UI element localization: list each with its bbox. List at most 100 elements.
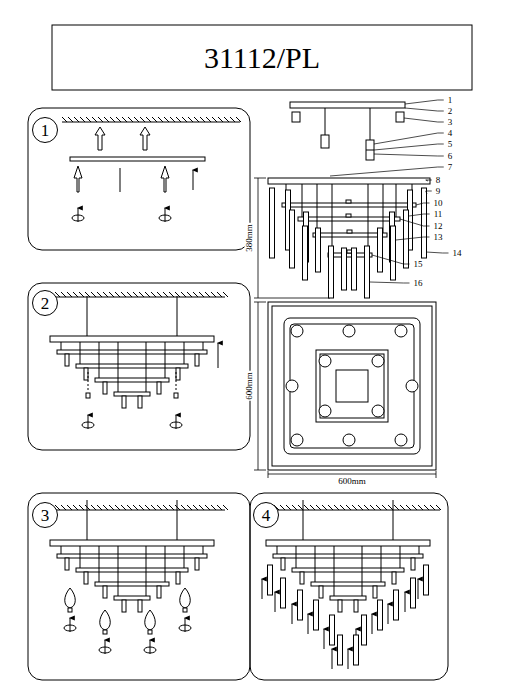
ceiling <box>55 505 228 510</box>
ceiling-hatch <box>418 505 423 510</box>
ceiling-hatch <box>187 292 192 297</box>
step-number: 3 <box>41 507 50 524</box>
ceiling-hatch <box>205 505 210 510</box>
cube <box>347 230 352 233</box>
ceiling-hatch <box>169 505 174 510</box>
ceiling-hatch <box>412 505 417 510</box>
wall-plug <box>140 127 150 150</box>
ceiling-hatch <box>206 117 211 122</box>
step-number: 2 <box>41 295 50 312</box>
ceiling <box>55 292 228 297</box>
ceiling-hatch <box>109 292 114 297</box>
crystal-top <box>372 355 384 367</box>
exploded-view <box>290 102 405 160</box>
crystal-holder <box>138 396 142 408</box>
crystal-holder <box>373 586 377 598</box>
crystal-holder <box>122 396 126 408</box>
leader-line <box>330 167 444 176</box>
ceiling-hatch <box>133 292 138 297</box>
bulb-base <box>183 608 187 612</box>
leader-line <box>372 255 410 264</box>
ceiling-hatch <box>67 505 72 510</box>
ceiling-hatch <box>406 505 411 510</box>
up-arrow <box>275 592 276 612</box>
hanger <box>381 546 382 582</box>
crystal <box>342 248 347 290</box>
ceiling-hatch <box>103 505 108 510</box>
ceiling-hatch <box>73 505 78 510</box>
up-arrow <box>348 649 349 669</box>
dimension-label: 380mm <box>245 223 254 253</box>
tier-frame <box>114 596 150 600</box>
hanger <box>203 546 204 554</box>
rod <box>87 296 88 336</box>
tier-frame <box>311 582 385 586</box>
crystal <box>391 226 396 280</box>
leader-line <box>374 144 444 150</box>
ceiling-hatch <box>127 292 132 297</box>
turn-symbol <box>170 415 182 429</box>
hanger <box>383 184 384 233</box>
mounting-plate <box>290 102 405 108</box>
ceiling-hatch <box>394 505 399 510</box>
callout-number: 8 <box>435 176 442 185</box>
rod-holder <box>366 150 374 151</box>
outer-frame <box>268 302 436 470</box>
rod <box>177 296 178 336</box>
crystal <box>298 590 303 620</box>
ceiling-hatch <box>280 505 285 510</box>
ceiling-hatch <box>310 505 315 510</box>
ceiling-hatch <box>400 505 405 510</box>
leader-line <box>374 133 444 144</box>
bulb <box>145 610 156 630</box>
ceiling-hatch <box>67 292 72 297</box>
step-number: 1 <box>41 122 50 139</box>
dimension-lines <box>268 474 436 475</box>
up-arrow <box>418 579 419 599</box>
crystal-holder <box>65 354 69 366</box>
ceiling-hatch <box>200 117 205 122</box>
terminal-block <box>396 112 404 122</box>
ceiling-hatch <box>181 505 186 510</box>
ceiling-hatch <box>140 117 145 122</box>
cube <box>346 214 351 217</box>
tier-frame <box>292 568 404 572</box>
ceiling-hatch <box>139 505 144 510</box>
tier-frame <box>284 318 420 454</box>
hanger <box>80 342 81 364</box>
tier-frame <box>290 324 414 448</box>
dimension-label: 600mm <box>337 477 367 486</box>
crystal-holder <box>354 600 358 612</box>
dimension-lines <box>254 302 266 303</box>
tier-frame <box>76 364 188 368</box>
callout-number: 9 <box>435 187 442 196</box>
ceiling-hatch <box>193 292 198 297</box>
dimension-lines <box>258 178 259 298</box>
ceiling-hatch <box>157 505 162 510</box>
dimension-lines <box>258 302 259 470</box>
crystal-top <box>291 434 303 446</box>
frame <box>28 25 472 680</box>
ceiling-hatch <box>74 117 79 122</box>
ceiling-hatch <box>304 505 309 510</box>
ceiling-hatch <box>134 117 139 122</box>
ceiling-hatch <box>205 292 210 297</box>
ceiling-hatch <box>217 505 222 510</box>
bulb-base <box>148 630 152 634</box>
callout-number: 2 <box>447 107 454 116</box>
rod <box>303 500 304 540</box>
hanger <box>118 342 119 392</box>
ceiling-hatch <box>340 505 345 510</box>
up-arrow <box>185 618 186 632</box>
ceiling-hatch <box>92 117 97 122</box>
crystal-holder <box>157 382 161 394</box>
tier-frame <box>298 217 400 221</box>
ceiling-hatch <box>223 292 228 297</box>
hanger <box>315 546 316 582</box>
leader-line <box>426 252 449 253</box>
ceiling-hatch <box>116 117 121 122</box>
crystal-top <box>406 380 418 392</box>
callout-number: 7 <box>447 163 454 172</box>
ceiling-hatch <box>223 505 228 510</box>
terminal-block <box>292 112 300 122</box>
